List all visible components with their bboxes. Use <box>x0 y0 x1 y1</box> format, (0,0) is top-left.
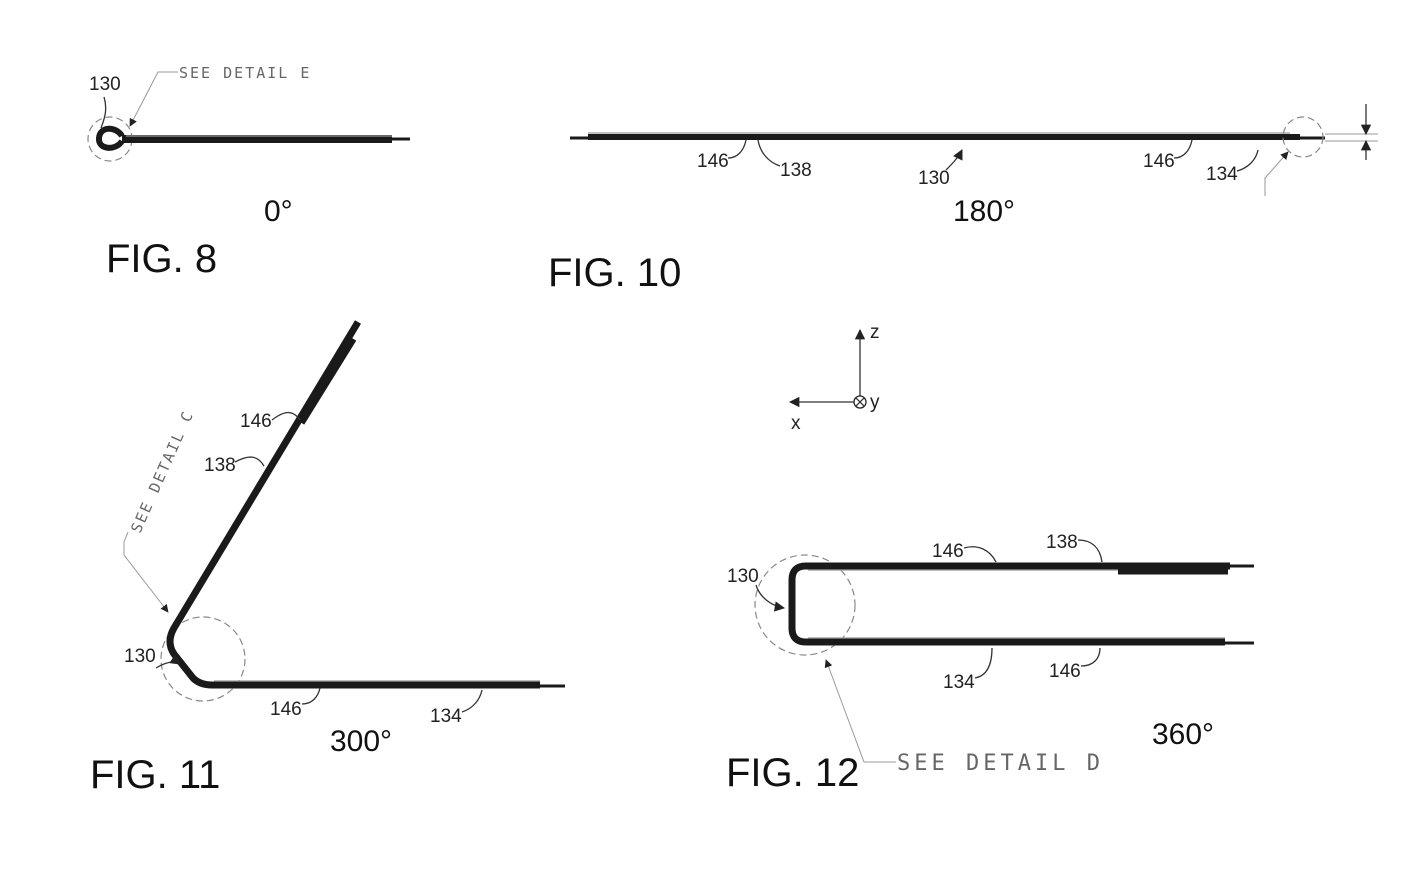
figure-8: 130 SEE DETAIL E 0° FIG. 8 <box>87 64 410 281</box>
ref-146-top: 146 <box>932 541 964 562</box>
see-detail-d-label: SEE DETAIL D <box>897 751 1104 776</box>
detail-d-circle <box>754 554 856 656</box>
detail-d-leader <box>824 659 896 763</box>
ref-130: 130 <box>918 168 950 189</box>
detail-c-leader <box>123 531 169 613</box>
leader-138 <box>1077 539 1103 563</box>
leader-146-left <box>727 139 747 159</box>
u-folded-strip <box>788 562 1230 646</box>
ref-138: 138 <box>780 160 812 181</box>
ref-134: 134 <box>430 706 462 727</box>
ref-146-bottom: 146 <box>1049 661 1081 682</box>
leader-146-bottom <box>301 687 321 705</box>
angle-0: 0° <box>264 195 293 228</box>
ref-134: 134 <box>943 672 975 693</box>
fig-11-title: FIG. 11 <box>90 753 220 797</box>
leader-134 <box>974 647 993 679</box>
hinge-loop <box>96 125 125 151</box>
leader-146-bottom <box>1080 647 1101 667</box>
detail-circle <box>1282 116 1324 158</box>
figure-12: 146 138 130 134 146 SEE DETAIL D 360° FI… <box>726 532 1254 795</box>
leader-146-top <box>271 411 301 421</box>
see-detail-e-label: SEE DETAIL E <box>179 64 311 82</box>
leader-138 <box>234 456 265 467</box>
see-detail-c-label: SEE DETAIL C <box>127 407 197 535</box>
figure-11: 146 138 SEE DETAIL C 130 146 134 300° FI… <box>90 320 565 797</box>
coordinate-axes: z y x <box>788 322 880 434</box>
fig-10-title: FIG. 10 <box>548 251 681 295</box>
y-axis-cross-b <box>855 397 865 407</box>
x-axis-label: x <box>791 413 801 434</box>
strip-thick-end <box>295 335 357 425</box>
y-axis-label: y <box>870 392 880 413</box>
leader-130 <box>755 584 786 612</box>
bent-strip <box>166 320 540 689</box>
figure-10: 146 138 130 146 134 180° FIG. 10 <box>548 104 1378 295</box>
ref-130: 130 <box>124 646 156 667</box>
angle-360: 360° <box>1152 718 1214 751</box>
ref-130: 130 <box>89 74 121 95</box>
leader-130 <box>945 149 963 171</box>
leader-130 <box>100 96 107 129</box>
ref-130: 130 <box>727 566 759 587</box>
leader-146-right <box>1173 139 1193 159</box>
z-axis-label: z <box>870 322 880 343</box>
detail-e-leader <box>129 71 178 127</box>
fig-8-title: FIG. 8 <box>106 237 217 281</box>
fig-12-title: FIG. 12 <box>726 751 859 795</box>
detail-c-circle <box>160 616 246 702</box>
leader-134 <box>461 689 483 713</box>
leader-130 <box>155 654 181 669</box>
ref-134: 134 <box>1206 164 1238 185</box>
leader-146-top <box>963 546 997 563</box>
angle-180: 180° <box>953 195 1015 228</box>
ref-138: 138 <box>1046 532 1078 553</box>
detail-leader <box>1264 151 1289 196</box>
leader-138 <box>757 139 781 167</box>
angle-300: 300° <box>330 725 392 758</box>
leader-134 <box>1236 149 1259 172</box>
ref-138: 138 <box>204 455 236 476</box>
ref-146-bottom: 146 <box>270 699 302 720</box>
ref-146-left: 146 <box>697 151 729 172</box>
ref-146-right: 146 <box>1143 151 1175 172</box>
ref-146-top: 146 <box>240 411 272 432</box>
